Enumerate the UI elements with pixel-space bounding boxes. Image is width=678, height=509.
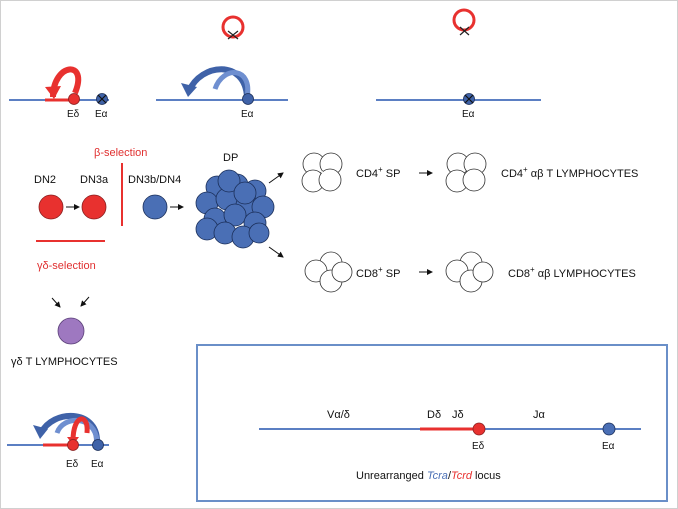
dn3b-dn4-cell [142,194,168,220]
beta-selection-label: β-selection [94,147,147,159]
legend-panel: Vα/δ Dδ Jδ Jα Eδ Eα Unrearranged Tcra/Tc… [196,344,668,502]
dp-blue-arrow-outer [186,66,250,98]
cd4-ab-cells [445,152,487,193]
dn-e-alpha-inactive-icon [97,94,107,104]
dp-e-alpha-enhancer [242,93,254,105]
dn-e-delta-enhancer [68,93,80,105]
dn-e-alpha-label: Eα [95,109,108,120]
dp-blue-arrow-inner [212,70,251,98]
gd-arrow-left [51,297,61,308]
dn3b-dn4-label: DN3b/DN4 [128,174,181,186]
gd-e-delta-enhancer [67,439,79,451]
cd8-ab-cells [445,251,494,293]
dn2-label: DN2 [34,174,56,186]
legend-caption: Unrearranged Tcra/Tcrd locus [356,470,501,482]
sp-locus: Eα [376,8,541,120]
sp-e-alpha-label: Eα [462,109,475,120]
gd-arrow-right [80,296,90,307]
cd4-ab-label: CD4+ αβ T LYMPHOCYTES [501,165,638,180]
gamma-delta-cell [57,317,85,345]
dp-e-alpha-label: Eα [241,109,254,120]
dp-red-loop-icon [221,15,245,39]
cd4-sp-cells [301,152,343,193]
gamma-delta-t-label: γδ T LYMPHOCYTES [11,356,118,368]
legend-panel-frame [196,344,668,502]
gd-locus: Eδ Eα [7,412,109,470]
dn-red-arrow-head [45,86,61,99]
dp-label: DP [223,152,238,164]
cd4-sp-label: CD4+ SP [356,165,400,180]
gd-e-alpha-enhancer [92,439,104,451]
sp-loop-closed-icon [459,26,470,36]
gd-e-alpha-label: Eα [91,459,104,470]
sp-red-loop-icon [452,8,476,32]
cd8-sp-cells [304,251,353,293]
dp-locus: Eα [156,15,288,120]
legend-j-delta-label: Jδ [452,409,464,421]
legend-v-segment-label: Vα/δ [327,409,350,421]
gd-e-delta-label: Eδ [66,459,79,470]
dn-e-delta-label: Eδ [67,109,80,120]
dn2-cell [38,194,64,220]
cd8-ab-label: CD8+ αβ LYMPHOCYTES [508,265,636,280]
gd-red-arrow [70,416,90,442]
legend-e-alpha-label: Eα [602,441,615,452]
legend-e-delta-enhancer [472,422,486,436]
legend-e-alpha-enhancer [602,422,616,436]
legend-j-alpha-label: Jα [533,409,546,421]
cd8-sp-label: CD8+ SP [356,265,400,280]
dp-to-cd8-arrow [268,246,284,258]
dn3a-label: DN3a [80,174,109,186]
legend-e-delta-label: Eδ [472,441,485,452]
dp-cell-cluster [195,169,275,249]
dn-locus: Eδ Eα [9,66,109,120]
dp-loop-closed-icon [227,30,239,40]
gd-blue-arrow-outer-head [33,425,48,439]
dp-blue-arrow-outer-head [181,83,197,97]
sp-e-alpha-inactive-icon [464,94,474,104]
legend-d-delta-label: Dδ [427,409,441,421]
gamma-delta-selection-label: γδ-selection [37,260,96,272]
dp-to-cd4-arrow [268,172,284,184]
dn3a-cell [81,194,107,220]
